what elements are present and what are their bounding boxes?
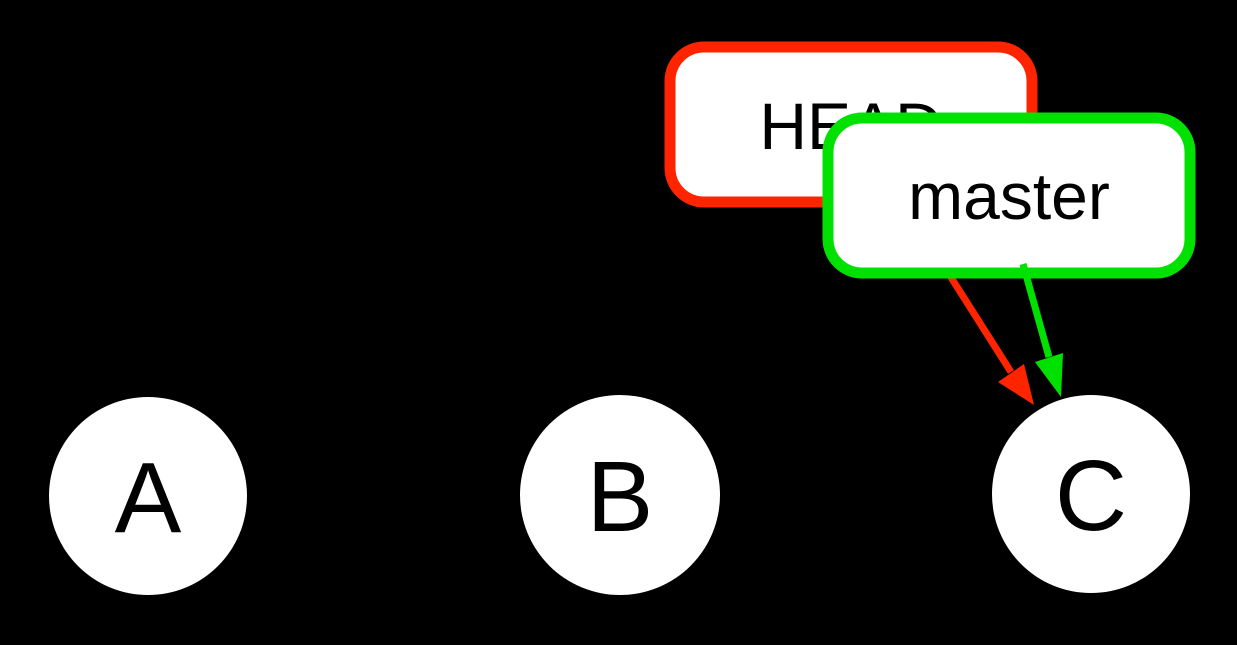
master-arrowhead-icon — [1035, 353, 1063, 397]
master-ref-box — [822, 112, 1196, 279]
commit-circle-b — [520, 395, 720, 595]
commit-label-c: C — [1055, 440, 1127, 552]
commit-label-b: B — [587, 441, 654, 553]
commit-label-a: A — [115, 442, 182, 554]
commit-node-b: B — [520, 395, 720, 595]
commit-node-c: C — [992, 395, 1190, 593]
master-ref: master — [822, 112, 1196, 279]
head-arrowhead-icon — [998, 364, 1034, 405]
commit-circle-c — [992, 395, 1190, 593]
master-ref-label: master — [908, 159, 1110, 233]
commit-circle-a — [49, 397, 247, 595]
commit-node-a: A — [49, 397, 247, 595]
master-arrow-line — [1019, 263, 1053, 358]
master-to-c-arrow — [1019, 263, 1063, 397]
